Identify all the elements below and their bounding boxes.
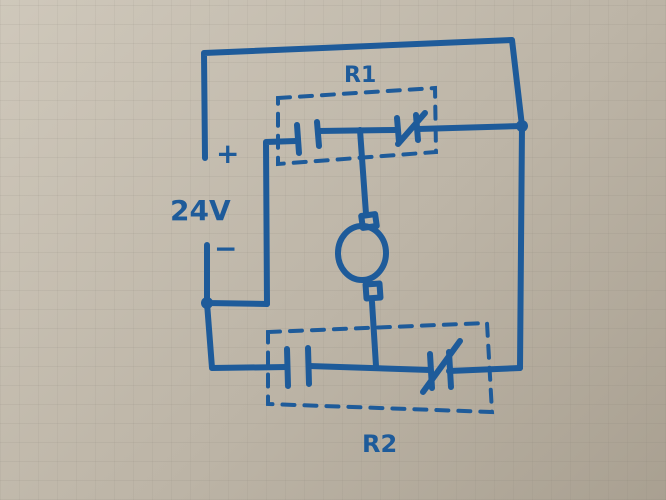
wire-top-loop — [201, 37, 525, 161]
motor-brush-bottom — [362, 280, 384, 302]
wire-r2-mid — [306, 363, 433, 373]
r2-label: R2 — [362, 430, 397, 458]
r2-dashed-box — [266, 320, 495, 415]
wire-r2-right — [446, 365, 523, 374]
motor-brush-top — [358, 211, 380, 231]
motor-body — [335, 223, 389, 283]
plus-sign: + — [216, 137, 239, 170]
junction-dot-left — [201, 297, 213, 309]
r1-dashed-box — [276, 85, 439, 167]
r2-left-element — [284, 345, 312, 389]
r1-label: R1 — [344, 63, 376, 88]
junction-dot-right — [516, 120, 528, 132]
wire-bottom-left — [204, 300, 290, 371]
wire-motor-top — [357, 127, 369, 217]
wire-r1-mid — [315, 127, 398, 134]
wire-r1-left — [263, 138, 299, 307]
wire-right-rail — [517, 123, 525, 371]
r1-left-element — [294, 119, 322, 156]
wire-r1-right — [415, 123, 525, 132]
wire-motor-bottom — [369, 299, 379, 369]
r1-right-element — [394, 110, 428, 147]
voltage-label: 24V — [170, 194, 231, 227]
minus-sign: − — [214, 232, 237, 265]
r2-right-element — [420, 338, 463, 395]
